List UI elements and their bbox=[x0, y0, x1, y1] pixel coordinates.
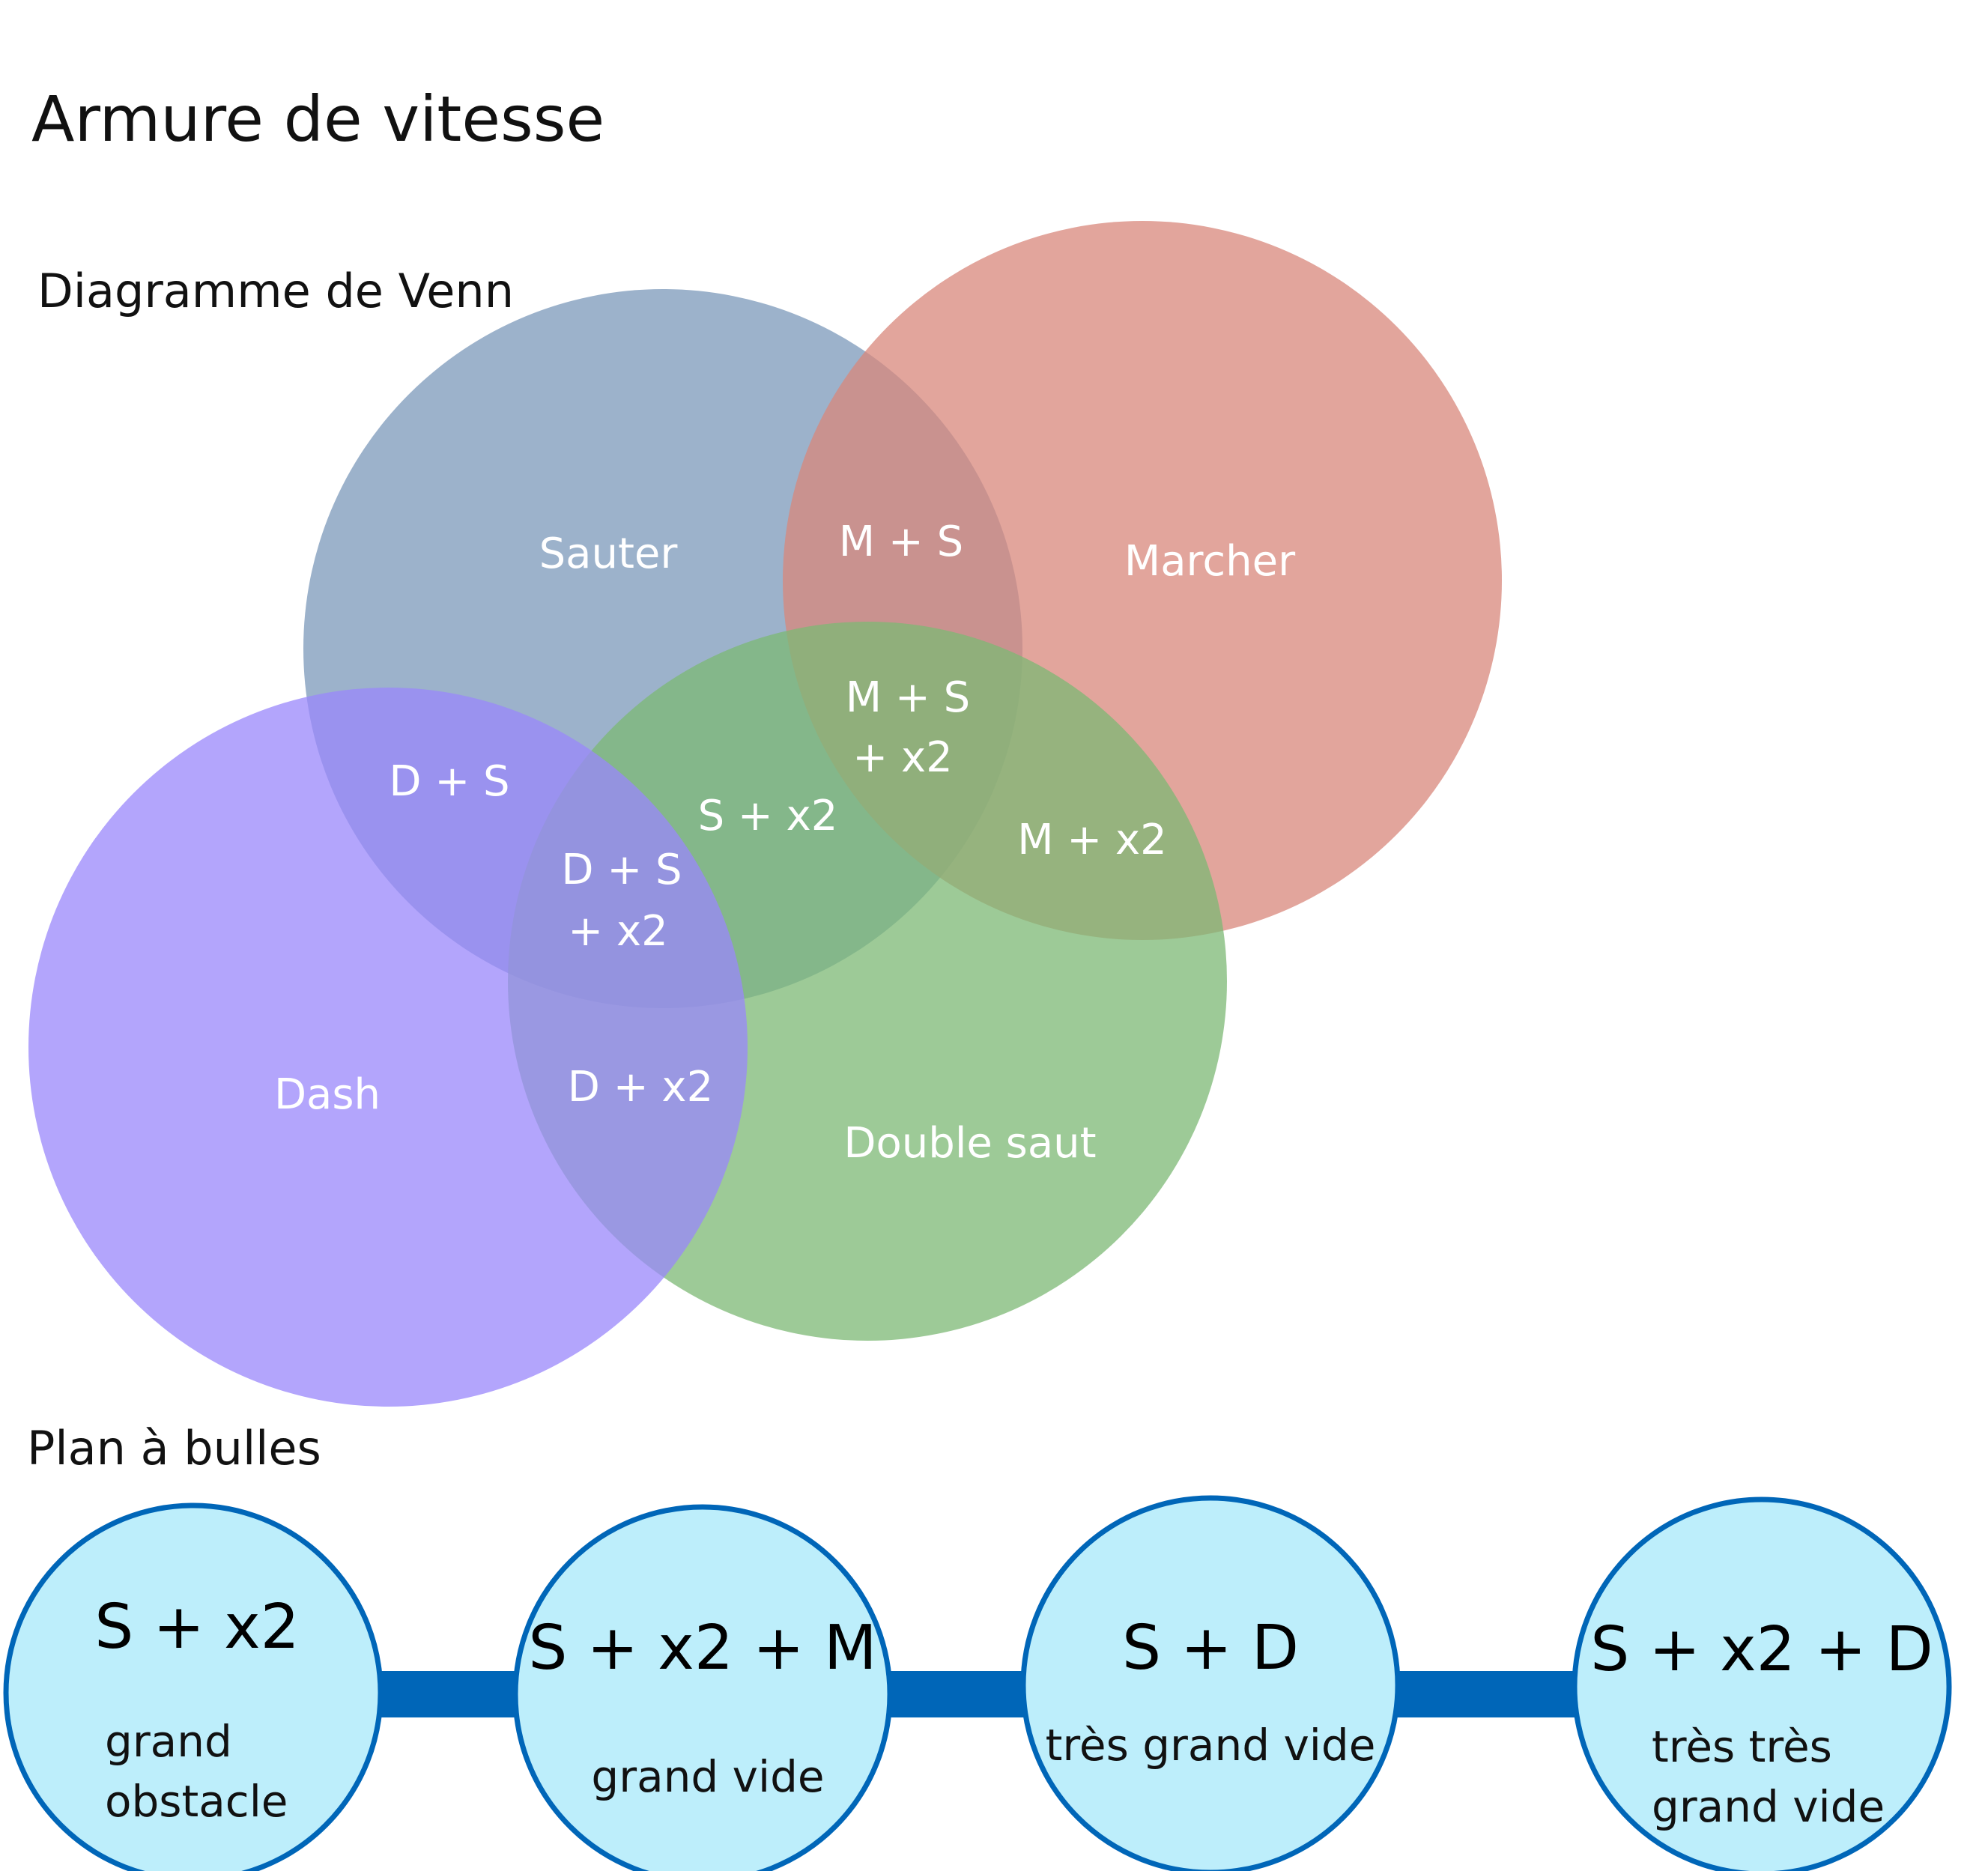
set-label-marcher: Marcher bbox=[1124, 537, 1296, 586]
bubble-3-main: S + D bbox=[1122, 1613, 1299, 1684]
bubble-plan: S + x2 grand obstacle S + x2 + M grand v… bbox=[3, 1495, 1952, 1871]
page-title: Armure de vitesse bbox=[31, 82, 604, 156]
region-label-msx2-line2: + x2 bbox=[852, 733, 953, 782]
bubble-plan-heading: Plan à bulles bbox=[27, 1421, 321, 1476]
venn-diagram: Sauter Marcher Double saut Dash M + S M … bbox=[28, 221, 1502, 1407]
bubble-1-sub-line2: obstacle bbox=[105, 1776, 288, 1827]
set-label-double-saut: Double saut bbox=[843, 1119, 1096, 1168]
set-label-dash: Dash bbox=[274, 1070, 381, 1119]
region-label-sx2: S + x2 bbox=[698, 792, 838, 840]
region-label-dx2: D + x2 bbox=[568, 1063, 713, 1112]
bubble-4-sub-line1: très très bbox=[1652, 1721, 1832, 1772]
bubble-2-sub-line1: grand vide bbox=[591, 1751, 824, 1802]
bubble-2-main: S + x2 + M bbox=[528, 1613, 876, 1684]
bubble-4-main: S + x2 + D bbox=[1590, 1614, 1933, 1685]
venn-heading: Diagramme de Venn bbox=[37, 264, 514, 318]
region-label-msx2-line1: M + S bbox=[846, 673, 970, 722]
venn-circle-dash bbox=[28, 688, 748, 1407]
bubble-4 bbox=[1572, 1497, 1952, 1871]
set-label-sauter: Sauter bbox=[539, 530, 679, 578]
bubble-4-sub-line2: grand vide bbox=[1652, 1781, 1885, 1832]
bubble-2 bbox=[512, 1504, 893, 1871]
region-label-dsx2-line1: D + S bbox=[561, 846, 682, 894]
bubble-connector-2 bbox=[888, 1671, 1026, 1717]
bubble-3-sub-line1: très grand vide bbox=[1046, 1720, 1376, 1771]
bubble-connector-3 bbox=[1395, 1671, 1575, 1717]
bubble-1 bbox=[3, 1502, 384, 1871]
region-label-ds: D + S bbox=[389, 757, 509, 806]
bubble-3 bbox=[1020, 1495, 1401, 1871]
region-label-ms: M + S bbox=[839, 518, 963, 566]
region-label-mx2: M + x2 bbox=[1017, 816, 1167, 864]
region-label-dsx2-line2: + x2 bbox=[568, 907, 668, 956]
bubble-connector-1 bbox=[378, 1671, 517, 1717]
bubble-1-sub-line1: grand bbox=[105, 1716, 232, 1767]
bubble-1-main: S + x2 bbox=[94, 1592, 300, 1663]
